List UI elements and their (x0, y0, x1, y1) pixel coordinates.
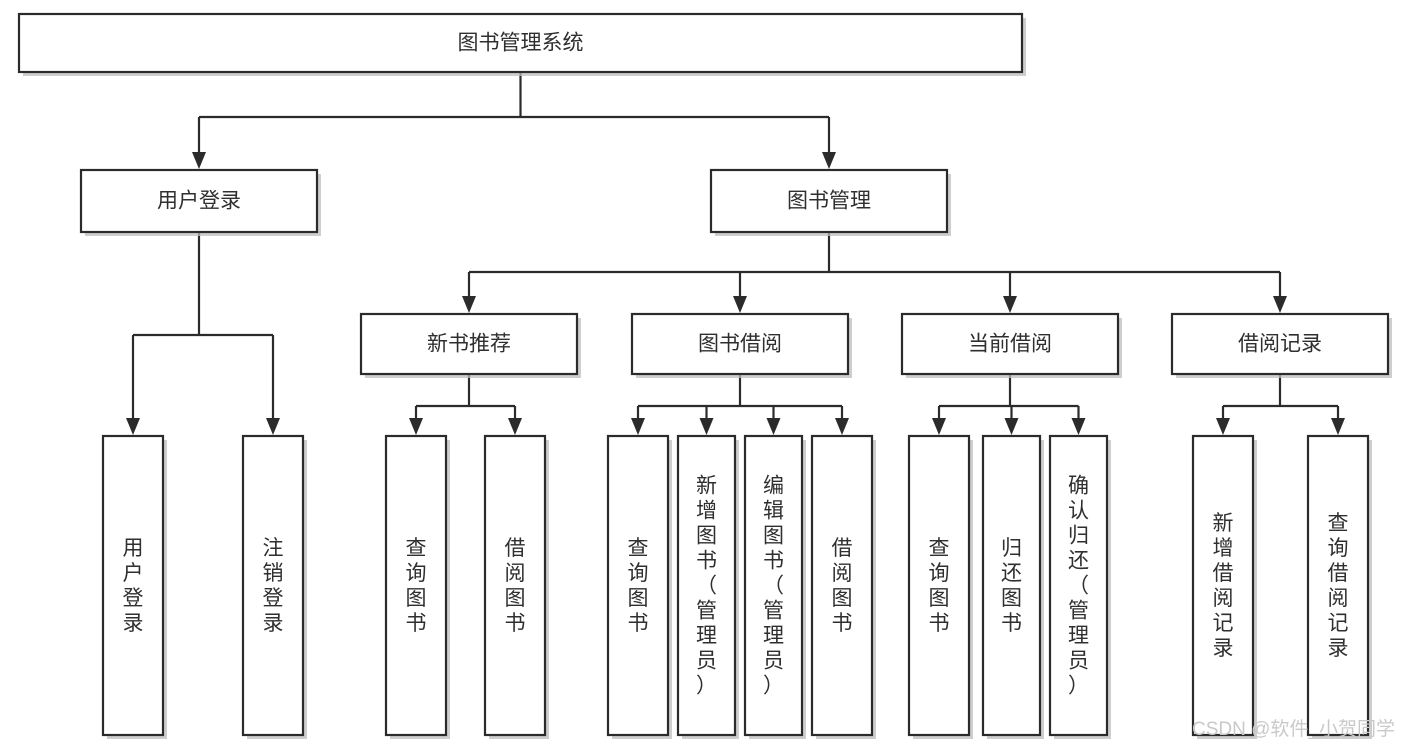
node-box[interactable] (981, 434, 1042, 737)
arrow-head-icon (1216, 418, 1230, 435)
csdn-watermark: CSDN @软件_小贺同学 (1192, 719, 1395, 740)
arrow-head-icon (462, 296, 476, 313)
node-box[interactable] (1306, 434, 1370, 737)
node-leaf-edit-book-admin[interactable]: 编辑图书（管理员） (743, 434, 806, 739)
node-box[interactable] (743, 434, 804, 737)
node-label: 新增图书（管理员） (696, 475, 717, 698)
node-leaf-query-book-2[interactable]: 查询图书 (606, 434, 672, 739)
node-label: 用户登录 (123, 537, 144, 635)
arrow-head-icon (266, 418, 280, 435)
node-label: 借阅记录 (1238, 333, 1322, 356)
arrow-head-icon (409, 418, 423, 435)
node-label: 图书管理 (787, 190, 871, 213)
node-label: 新增借阅记录 (1213, 512, 1234, 660)
node-label: 归还图书 (1001, 537, 1022, 635)
node-box[interactable] (709, 168, 949, 234)
node-box[interactable] (810, 434, 874, 737)
node-label: 查询借阅记录 (1328, 512, 1349, 660)
node-leaf-query-book-1[interactable]: 查询图书 (384, 434, 450, 739)
node-leaf-query-book-3[interactable]: 查询图书 (907, 434, 973, 739)
node-box[interactable] (676, 434, 737, 737)
arrow-head-icon (126, 418, 140, 435)
node-label: 新书推荐 (427, 333, 511, 356)
node-book-borrow[interactable]: 图书借阅 (630, 312, 852, 378)
node-leaf-confirm-return-admin[interactable]: 确认归还（管理员） (1048, 434, 1111, 739)
node-label: 编辑图书（管理员） (763, 475, 784, 698)
arrow-head-icon (822, 152, 836, 169)
node-box[interactable] (384, 434, 448, 737)
arrow-head-icon (508, 418, 522, 435)
node-leaf-query-borrow-record[interactable]: 查询借阅记录 (1306, 434, 1372, 739)
node-current-borrow[interactable]: 当前借阅 (900, 312, 1122, 378)
node-root[interactable]: 图书管理系统 (17, 12, 1026, 76)
arrow-head-icon (1004, 418, 1019, 435)
node-box[interactable] (241, 434, 305, 737)
node-box[interactable] (17, 12, 1024, 74)
node-box[interactable] (359, 312, 579, 376)
node-label: 注销登录 (263, 537, 284, 635)
node-leaf-borrow-book-1[interactable]: 借阅图书 (483, 434, 549, 739)
node-box[interactable] (1191, 434, 1255, 737)
node-box[interactable] (79, 168, 319, 234)
arrow-head-icon (631, 418, 645, 435)
node-label: 用户登录 (157, 190, 241, 213)
node-label: 图书管理系统 (458, 32, 584, 55)
node-box[interactable] (900, 312, 1120, 376)
node-label: 图书借阅 (698, 333, 782, 356)
connector-layer (126, 72, 1345, 435)
node-layer: 图书管理系统用户登录图书管理新书推荐图书借阅当前借阅借阅记录用户登录注销登录查询… (17, 12, 1392, 739)
node-leaf-user-login[interactable]: 用户登录 (101, 434, 167, 739)
node-box[interactable] (483, 434, 547, 737)
node-label: 查询图书 (406, 537, 427, 635)
node-box[interactable] (1048, 434, 1109, 737)
arrow-head-icon (766, 418, 781, 435)
arrow-head-icon (1071, 418, 1086, 435)
node-new-book-rec[interactable]: 新书推荐 (359, 312, 581, 378)
arrow-head-icon (1003, 296, 1017, 313)
node-leaf-return-book[interactable]: 归还图书 (981, 434, 1044, 739)
node-label: 借阅图书 (832, 537, 853, 635)
node-leaf-add-book-admin[interactable]: 新增图书（管理员） (676, 434, 739, 739)
node-box[interactable] (630, 312, 850, 376)
node-leaf-add-borrow-record[interactable]: 新增借阅记录 (1191, 434, 1257, 739)
arrow-head-icon (1273, 296, 1287, 313)
node-user-login[interactable]: 用户登录 (79, 168, 321, 236)
node-label: 查询图书 (929, 537, 950, 635)
arrow-head-icon (835, 418, 849, 435)
arrow-head-icon (192, 152, 206, 169)
arrow-head-icon (733, 296, 747, 313)
node-label: 确认归还（管理员） (1068, 475, 1089, 698)
arrow-head-icon (932, 418, 946, 435)
node-leaf-logout[interactable]: 注销登录 (241, 434, 307, 739)
node-label: 借阅图书 (505, 537, 526, 635)
node-label: 查询图书 (628, 537, 649, 635)
node-book-manage[interactable]: 图书管理 (709, 168, 951, 236)
node-box[interactable] (606, 434, 670, 737)
node-box[interactable] (101, 434, 165, 737)
arrow-head-icon (1331, 418, 1345, 435)
node-label: 当前借阅 (968, 333, 1052, 356)
arrow-head-icon (699, 418, 714, 435)
node-box[interactable] (907, 434, 971, 737)
node-leaf-borrow-book-2[interactable]: 借阅图书 (810, 434, 876, 739)
node-box[interactable] (1170, 312, 1390, 376)
node-borrow-record[interactable]: 借阅记录 (1170, 312, 1392, 378)
